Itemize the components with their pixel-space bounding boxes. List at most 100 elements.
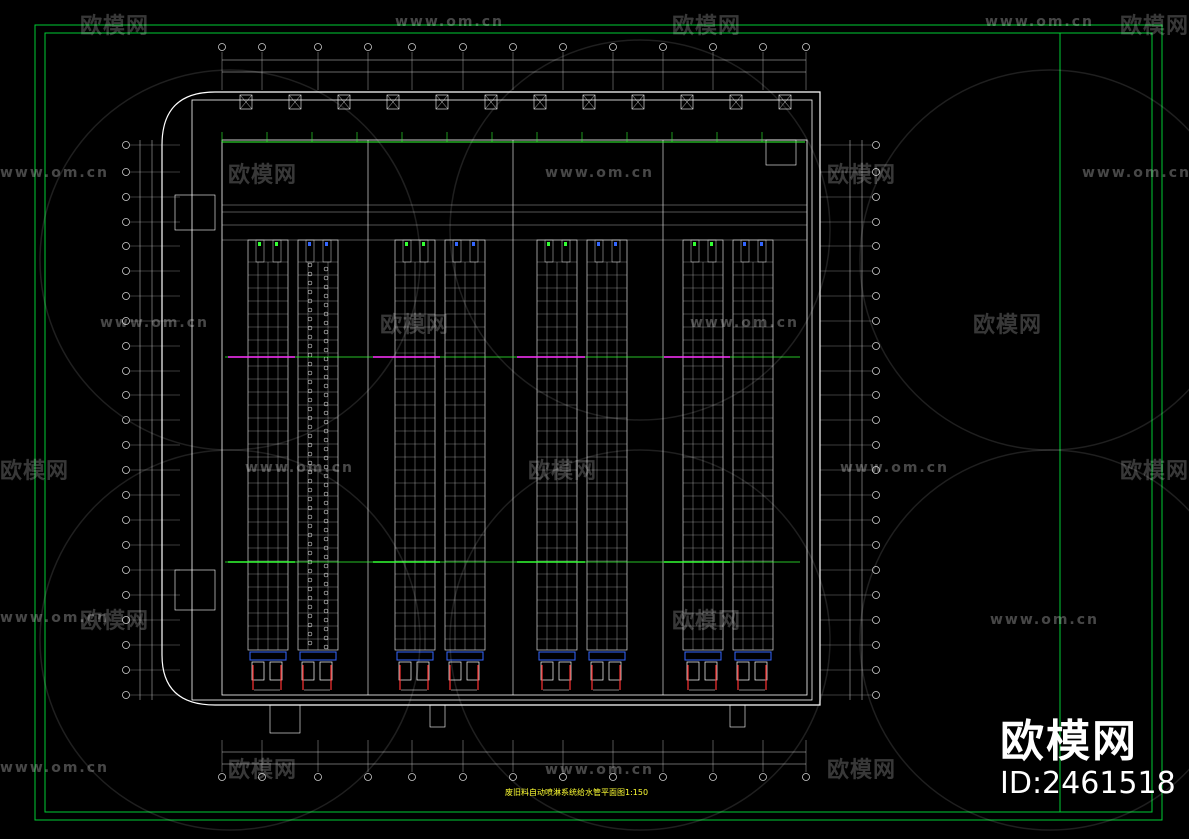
rack-bay [536,239,578,651]
axis-bubble-left [122,616,130,624]
axis-bubble-bottom [609,773,617,781]
skylight-cross [680,94,694,110]
axis-bubble-left [122,218,130,226]
sprinkler-head [307,451,313,457]
skylight-cross [484,94,498,110]
sprinkler-head [307,595,313,601]
sprinkler-head [307,406,313,412]
axis-bubble-right [872,317,880,325]
sprinkler-head [307,289,313,295]
drawing-title: 废旧料自动喷淋系统给水管平面图1:150 [505,788,649,797]
rack-header [594,239,604,263]
axis-bubble-right [872,516,880,524]
sprinkler-head [307,343,313,349]
axis-bubble-top [218,43,226,51]
rack-head-mark [743,242,746,246]
rack-head-mark [422,242,425,246]
sprinkler-head [323,626,329,632]
axis-bubble-bottom [509,773,517,781]
rack-header [740,239,750,263]
axis-bubble-top [459,43,467,51]
axis-bubble-top [314,43,322,51]
axis-bubble-bottom [759,773,767,781]
brand-watermark: 欧模网 ID:2461518 [1000,718,1176,802]
axis-bubble-right [872,666,880,674]
axis-bubble-left [122,416,130,424]
sprinkler-head [307,577,313,583]
watermark-ring [449,449,831,831]
axis-bubble-right [872,267,880,275]
valve-box [398,661,412,681]
watermark-ring [859,69,1189,451]
axis-bubble-left [122,391,130,399]
valve-band [734,651,772,661]
axis-bubble-top [609,43,617,51]
axis-bubble-left [122,491,130,499]
rack-header [419,239,429,263]
skylight-cross [239,94,253,110]
stair-block [174,194,216,231]
sprinkler-head [307,271,313,277]
sprinkler-head [323,365,329,371]
axis-bubble-bottom [364,773,372,781]
axis-bubble-left [122,141,130,149]
valve-box [416,661,430,681]
sprinkler-head [323,446,329,452]
valve-band [446,651,484,661]
axis-bubble-bottom [314,773,322,781]
valve-box [269,661,283,681]
entrance-step [729,704,746,728]
sprinkler-head [307,496,313,502]
axis-bubble-left [122,541,130,549]
axis-bubble-left [122,367,130,375]
axis-bubble-left [122,641,130,649]
rack-header [402,239,412,263]
axis-bubble-left [122,466,130,474]
sprinkler-head [323,338,329,344]
valve-box [590,661,604,681]
inner-frame [44,32,1153,813]
sprinkler-head [323,554,329,560]
valve-unit [299,651,337,691]
valve-box [736,661,750,681]
valve-unit [684,651,722,691]
axis-bubble-left [122,566,130,574]
skylight-cross [533,94,547,110]
rack-head-mark [308,242,311,246]
sprinkler-head [307,550,313,556]
axis-bubble-bottom [802,773,810,781]
valve-box [319,661,333,681]
axis-bubble-right [872,491,880,499]
skylight-cross [288,94,302,110]
skylight [239,94,253,110]
axis-bubble-left [122,292,130,300]
sprinkler-head [307,469,313,475]
skylight [435,94,449,110]
sprinkler-head [307,532,313,538]
sprinkler-head [323,536,329,542]
building-outline [161,91,821,734]
watermark-ring [39,449,421,831]
sprinkler-head [323,266,329,272]
skylight-cross [435,94,449,110]
rack-bay [394,239,436,651]
valve-unit [734,651,772,691]
rack-head-mark [455,242,458,246]
axis-bubble-left [122,267,130,275]
pump-room [765,139,797,166]
axis-bubble-right [872,566,880,574]
stair-block [174,569,216,611]
axis-bubble-top [802,43,810,51]
sprinkler-head [307,361,313,367]
sprinkler-head [307,586,313,592]
rack-bay [732,239,774,651]
rack-head-mark [564,242,567,246]
axis-bubble-right [872,391,880,399]
sprinkler-head [307,505,313,511]
rack-head-mark [405,242,408,246]
axis-bubble-left [122,516,130,524]
rack-header [305,239,315,263]
axis-bubble-bottom [408,773,416,781]
skylight [582,94,596,110]
